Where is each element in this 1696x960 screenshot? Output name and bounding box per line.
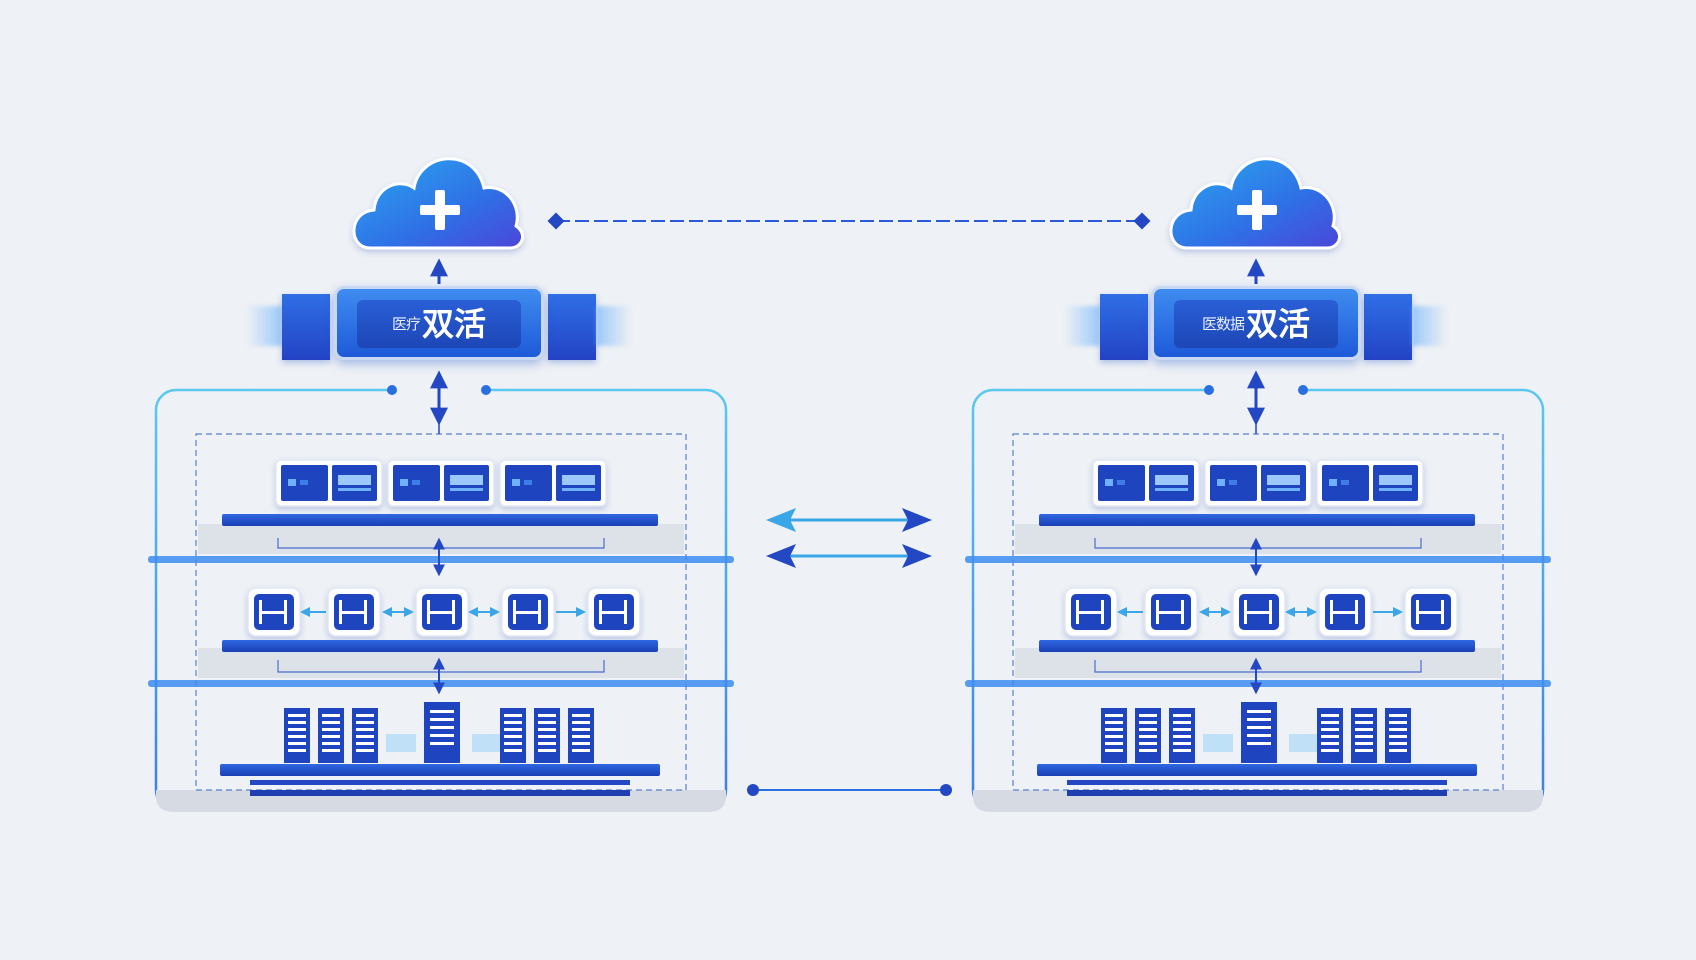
site-banner-label: 医疗 双活 (357, 300, 521, 348)
banner-wing-left (1100, 294, 1148, 360)
banner-wing-left (282, 294, 330, 360)
banner-wing-right (548, 294, 596, 360)
site-left (148, 159, 734, 812)
banner-glow-right (1412, 306, 1448, 346)
site-banner-label: 医数据 双活 (1174, 300, 1338, 348)
banner-glow-right (596, 306, 632, 346)
banner-glow-left (246, 306, 282, 346)
banner-label-big: 双活 (422, 305, 487, 343)
site-right (965, 159, 1551, 812)
replication-arrows (766, 508, 932, 568)
bottom-link (747, 784, 952, 796)
site-banner-right: 医数据 双活 (1151, 286, 1361, 360)
cloud-sync-link (547, 212, 1151, 230)
banner-label-big: 双活 (1246, 305, 1311, 343)
banner-wing-right (1364, 294, 1412, 360)
banner-label-small: 医疗 (391, 314, 421, 333)
cloud-plus-icon (354, 159, 523, 248)
cloud-plus-icon (1171, 159, 1340, 248)
banner-glow-left (1064, 306, 1100, 346)
banner-label-small: 医数据 (1201, 314, 1245, 333)
site-banner-left: 医疗 双活 (334, 286, 544, 360)
